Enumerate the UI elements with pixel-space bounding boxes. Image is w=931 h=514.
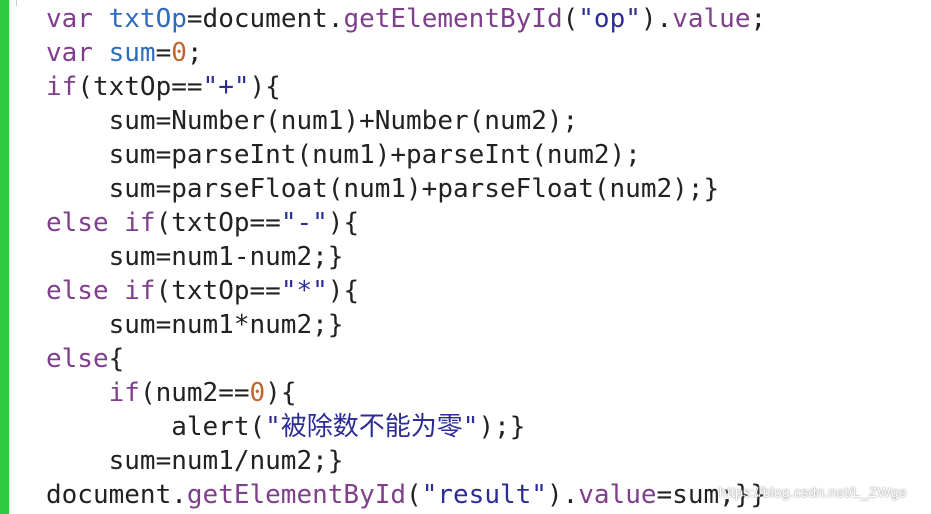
- code-token: sum=parseInt(num1)+parseInt(num2);: [46, 140, 641, 170]
- method-token: getElementById: [186, 480, 407, 510]
- code-token: [109, 208, 125, 238]
- code-token: (num2==: [139, 378, 250, 408]
- code-line: var sum=0;: [46, 36, 766, 70]
- string-token: "+": [202, 72, 250, 102]
- code-token: (txtOp==: [155, 276, 281, 306]
- editor-gutter-bar: [0, 0, 9, 514]
- code-editor[interactable]: var txtOp=document.getElementById("op").…: [46, 2, 766, 512]
- variable-token: sum: [108, 38, 156, 68]
- number-token: 0: [171, 38, 187, 68]
- code-line: sum=num1/num2;}: [46, 444, 766, 478]
- code-token: [93, 4, 109, 34]
- code-line: sum=parseFloat(num1)+parseFloat(num2);}: [46, 172, 766, 206]
- code-line: sum=Number(num1)+Number(num2);: [46, 104, 766, 138]
- keyword-token: if: [108, 378, 140, 408]
- code-token: );}: [478, 412, 526, 442]
- code-token: ){: [327, 276, 360, 306]
- code-token: ).: [546, 480, 579, 510]
- keyword-token: if: [124, 208, 156, 238]
- code-line: if(txtOp=="+"){: [46, 70, 766, 104]
- code-token: sum=parseFloat(num1)+parseFloat(num2);}: [46, 174, 720, 204]
- code-line: else{: [46, 342, 766, 376]
- code-token: ){: [265, 378, 297, 408]
- code-token: (: [562, 4, 579, 34]
- code-line: var txtOp=document.getElementById("op").…: [46, 2, 766, 36]
- code-line: if(num2==0){: [46, 376, 766, 410]
- string-token: "*": [280, 276, 328, 306]
- watermark-text: https://blog.csdn.net/L_ZWge: [719, 484, 907, 500]
- code-token: (txtOp==: [77, 72, 203, 102]
- code-token: (txtOp==: [155, 208, 281, 238]
- code-token: ;: [186, 38, 203, 68]
- cursor-tick: [16, 0, 17, 6]
- keyword-token: else: [46, 344, 109, 374]
- code-token: {: [108, 344, 125, 374]
- code-line: document.getElementById("result").value=…: [46, 478, 766, 512]
- code-token: sum=num1/num2;}: [46, 446, 344, 476]
- keyword-token: else: [46, 276, 109, 306]
- keyword-token: else: [46, 208, 109, 238]
- code-line: sum=num1-num2;}: [46, 240, 766, 274]
- code-token: document.: [46, 480, 187, 510]
- method-token: getElementById: [343, 4, 563, 34]
- code-token: ){: [249, 72, 281, 102]
- code-line: else if(txtOp=="-"){: [46, 206, 766, 240]
- keyword-token: var: [46, 4, 93, 34]
- method-token: value: [578, 480, 657, 510]
- code-token: =document.: [186, 4, 344, 34]
- code-token: sum=Number(num1)+Number(num2);: [46, 106, 579, 136]
- number-token: 0: [249, 378, 266, 408]
- code-token: ).: [640, 4, 673, 34]
- keyword-token: var: [46, 38, 93, 68]
- code-line: alert("被除数不能为零");}: [46, 410, 766, 444]
- string-token: "被除数不能为零": [265, 412, 479, 442]
- code-token: sum=num1-num2;}: [46, 242, 344, 272]
- code-token: [46, 378, 109, 408]
- string-token: "-": [280, 208, 328, 238]
- method-token: value: [672, 4, 751, 34]
- keyword-token: if: [124, 276, 156, 306]
- code-token: sum=num1*num2;}: [46, 310, 344, 340]
- string-token: "op": [578, 4, 641, 34]
- code-token: =: [155, 38, 172, 68]
- code-token: [93, 38, 109, 68]
- keyword-token: if: [46, 72, 78, 102]
- code-line: sum=num1*num2;}: [46, 308, 766, 342]
- code-token: alert(: [46, 412, 266, 442]
- gutter-divider: [9, 0, 10, 514]
- code-token: (: [406, 480, 422, 510]
- code-token: ;: [750, 4, 767, 34]
- code-token: [109, 276, 125, 306]
- string-token: "result": [421, 480, 547, 510]
- code-token: ){: [327, 208, 360, 238]
- code-line: else if(txtOp=="*"){: [46, 274, 766, 308]
- variable-token: txtOp: [108, 4, 187, 34]
- code-token: =sum;}}: [656, 480, 767, 510]
- code-line: sum=parseInt(num1)+parseInt(num2);: [46, 138, 766, 172]
